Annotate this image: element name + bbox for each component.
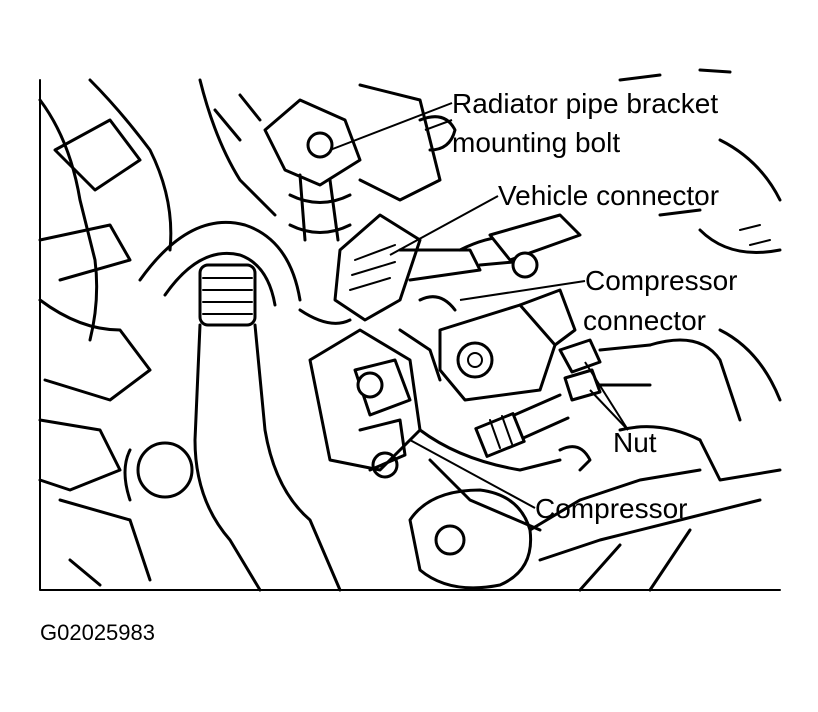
nut-fittings xyxy=(558,338,742,422)
vehicle-connector-drawing xyxy=(333,213,582,322)
engine-illustration xyxy=(38,68,782,592)
refrigerant-hose xyxy=(138,220,342,592)
label-mounting-bolt: mounting bolt xyxy=(452,127,620,158)
figure-id: G02025983 xyxy=(40,620,155,645)
label-compressor-connector-1: Compressor xyxy=(585,265,737,296)
right-background xyxy=(618,68,782,402)
compressor-pipe xyxy=(474,393,570,458)
leader-radiator-bolt-a xyxy=(329,102,453,151)
leader-lines xyxy=(329,102,629,509)
leader-compressor-connector xyxy=(459,280,586,301)
leader-compressor xyxy=(409,439,536,509)
pulley-boss xyxy=(136,441,194,499)
leader-nut-b xyxy=(589,389,629,431)
label-compressor-connector-2: connector xyxy=(583,305,706,336)
compressor-connector-drawing xyxy=(398,288,577,402)
label-nut: Nut xyxy=(613,427,657,458)
label-compressor: Compressor xyxy=(535,493,687,524)
bracket-bolt-area xyxy=(213,83,457,242)
leader-nut-a xyxy=(584,361,629,431)
label-vehicle-connector: Vehicle connector xyxy=(498,180,719,211)
left-engine-structure xyxy=(38,78,277,587)
drawing-frame xyxy=(39,79,781,591)
compressor-housing xyxy=(408,425,782,592)
label-radiator-pipe-bracket: Radiator pipe bracket xyxy=(452,88,718,119)
compressor-body xyxy=(298,308,562,532)
leader-radiator-bolt-b xyxy=(424,119,453,131)
callouts: Radiator pipe bracket mounting bolt Vehi… xyxy=(452,88,737,524)
leader-vehicle-connector xyxy=(389,195,499,256)
